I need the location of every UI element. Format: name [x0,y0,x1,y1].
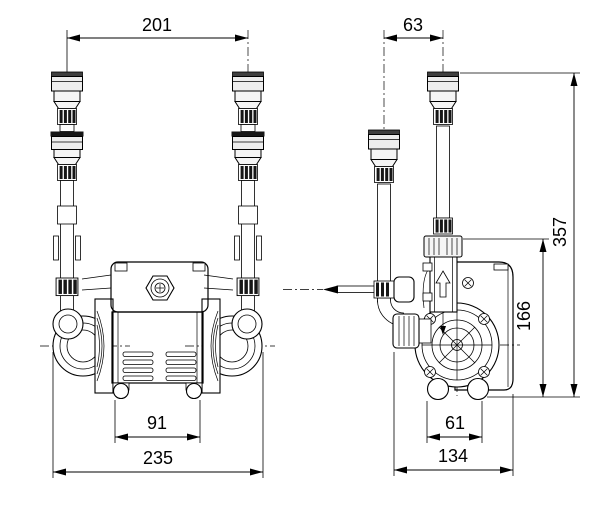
dim-overall-width-label: 235 [143,448,173,468]
dim-overall-width: 235 [52,352,264,478]
right-pump-volute [201,298,263,394]
hose-pipe [436,125,450,219]
dim-overall-depth-label: 134 [438,446,468,466]
clamp-tab [422,292,433,302]
gland-knob [393,276,415,303]
impeller-spokes [422,310,492,380]
pump-foot [112,382,130,400]
terminal-box [110,261,209,313]
inlet-union [392,313,432,349]
left-riser [51,72,84,313]
cable-tip [323,285,338,294]
front-view [40,30,275,400]
dim-overall-depth: 134 [393,352,514,476]
pump-face [414,302,500,388]
dim-inlet-centers-label: 201 [142,15,172,35]
vent-slots [122,351,197,381]
pump-foot [466,377,490,401]
dim-outlet-height: 166 [463,238,549,397]
dim-front-feet-label: 91 [147,413,167,433]
box-tab [114,262,128,272]
dim-inlet-centers: 201 [67,15,248,42]
cable-gland [283,276,415,303]
right-riser [232,72,265,313]
dim-overall-height: 357 [460,72,580,398]
outlet-port-assembly [422,72,463,335]
pump-foot [426,377,450,401]
cable [336,285,376,293]
dim-side-feet-label: 61 [445,413,465,433]
pump-foot [185,382,203,400]
dim-outlet-height-label: 166 [514,301,534,331]
clamp-tab [422,262,433,272]
dim-overall-height-label: 357 [550,217,570,247]
flow-up-arrow-icon [435,270,451,298]
dim-riser-offset-label: 63 [403,15,423,35]
dim-side-feet: 61 [426,401,483,443]
motor-notch [493,263,509,271]
dim-front-feet: 91 [114,400,201,443]
side-view [283,30,520,401]
motor-body [111,311,204,400]
front-riser-connector [428,72,459,125]
box-tab [192,262,206,272]
outlet-union-nut [423,235,463,258]
dim-riser-offset: 63 [384,15,443,42]
flow-down-arrowhead [440,326,446,335]
dimensions: 201 63 91 235 61 [52,15,580,478]
